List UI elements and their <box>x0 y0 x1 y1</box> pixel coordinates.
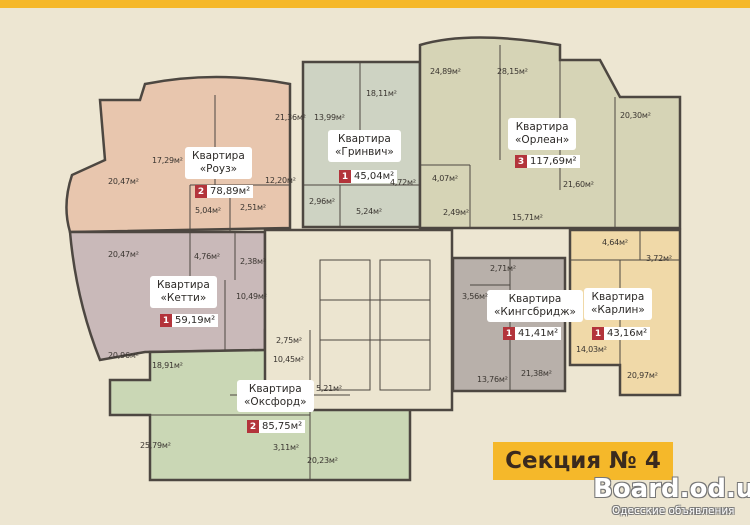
room-count: 2 <box>195 185 207 198</box>
room-area: 4,07м² <box>432 174 458 183</box>
room-area: 5,24м² <box>356 207 382 216</box>
room-area: 20,97м² <box>627 371 658 380</box>
room-area: 13,76м² <box>477 375 508 384</box>
apartment-label-orlean[interactable]: Квартира«Орлеан» <box>508 118 577 150</box>
room-area: 21,60м² <box>563 180 594 189</box>
room-area: 18,11м² <box>366 89 397 98</box>
room-area: 17,29м² <box>152 156 183 165</box>
room-area: 20,47м² <box>108 177 139 186</box>
room-area: 3,72м² <box>646 254 672 263</box>
room-count: 1 <box>160 314 172 327</box>
apartment-kingsbridge-shape <box>451 256 567 393</box>
watermark-site: Board.od.ua <box>593 474 750 504</box>
room-area: 20,47м² <box>108 250 139 259</box>
room-area: 14,03м² <box>576 345 607 354</box>
watermark-tagline: Одесские объявления <box>612 505 735 517</box>
room-area: 2,96м² <box>309 197 335 206</box>
room-area: 18,91м² <box>152 361 183 370</box>
room-area: 13,99м² <box>314 113 345 122</box>
total-area: 78,89м² <box>210 186 251 197</box>
room-area: 20,96м² <box>108 351 139 360</box>
total-area: 41,41м² <box>518 328 559 339</box>
room-area: 3,11м² <box>273 443 299 452</box>
room-area: 24,89м² <box>430 67 461 76</box>
room-area: 28,15м² <box>497 67 528 76</box>
apartment-label-kingsbridge[interactable]: Квартира«Кингсбридж» <box>487 290 583 322</box>
room-area: 20,30м² <box>620 111 651 120</box>
room-area: 21,38м² <box>521 369 552 378</box>
total-area: 45,04м² <box>354 171 395 182</box>
room-count: 1 <box>503 327 515 340</box>
section-label: Секция № 4 <box>493 442 673 480</box>
total-area: 59,19м² <box>175 315 216 326</box>
top-accent-bar <box>0 0 750 8</box>
room-area: 4,64м² <box>602 238 628 247</box>
apartment-label-karlin[interactable]: Квартира«Карлин» <box>584 288 652 320</box>
room-area: 20,23м² <box>307 456 338 465</box>
room-area: 2,38м² <box>240 257 266 266</box>
room-area: 2,51м² <box>240 203 266 212</box>
room-area: 4,72м² <box>390 178 416 187</box>
total-area: 117,69м² <box>530 156 577 167</box>
room-area: 2,75м² <box>276 336 302 345</box>
room-area: 5,21м² <box>316 384 342 393</box>
apartment-label-greenwich[interactable]: Квартира«Гринвич» <box>328 130 401 162</box>
room-area: 10,49м² <box>236 292 267 301</box>
room-area: 4,76м² <box>194 252 220 261</box>
room-area: 2,71м² <box>490 264 516 273</box>
room-area: 5,04м² <box>195 206 221 215</box>
apartment-label-rose[interactable]: Квартира«Роуз» <box>185 147 252 179</box>
room-count: 1 <box>339 170 351 183</box>
room-area: 3,56м² <box>462 292 488 301</box>
room-area: 25,79м² <box>140 441 171 450</box>
room-count: 1 <box>592 327 604 340</box>
room-count: 2 <box>247 420 259 433</box>
room-area: 2,49м² <box>443 208 469 217</box>
room-area: 10,45м² <box>273 355 304 364</box>
total-area: 43,16м² <box>607 328 648 339</box>
room-area: 15,71м² <box>512 213 543 222</box>
apartment-label-oxford[interactable]: Квартира«Оксфорд» <box>237 380 314 412</box>
total-area: 85,75м² <box>262 421 303 432</box>
room-area: 21,36м² <box>275 113 306 122</box>
room-count: 3 <box>515 155 527 168</box>
apartment-label-ketti[interactable]: Квартира«Кетти» <box>150 276 217 308</box>
room-area: 12,20м² <box>265 176 296 185</box>
